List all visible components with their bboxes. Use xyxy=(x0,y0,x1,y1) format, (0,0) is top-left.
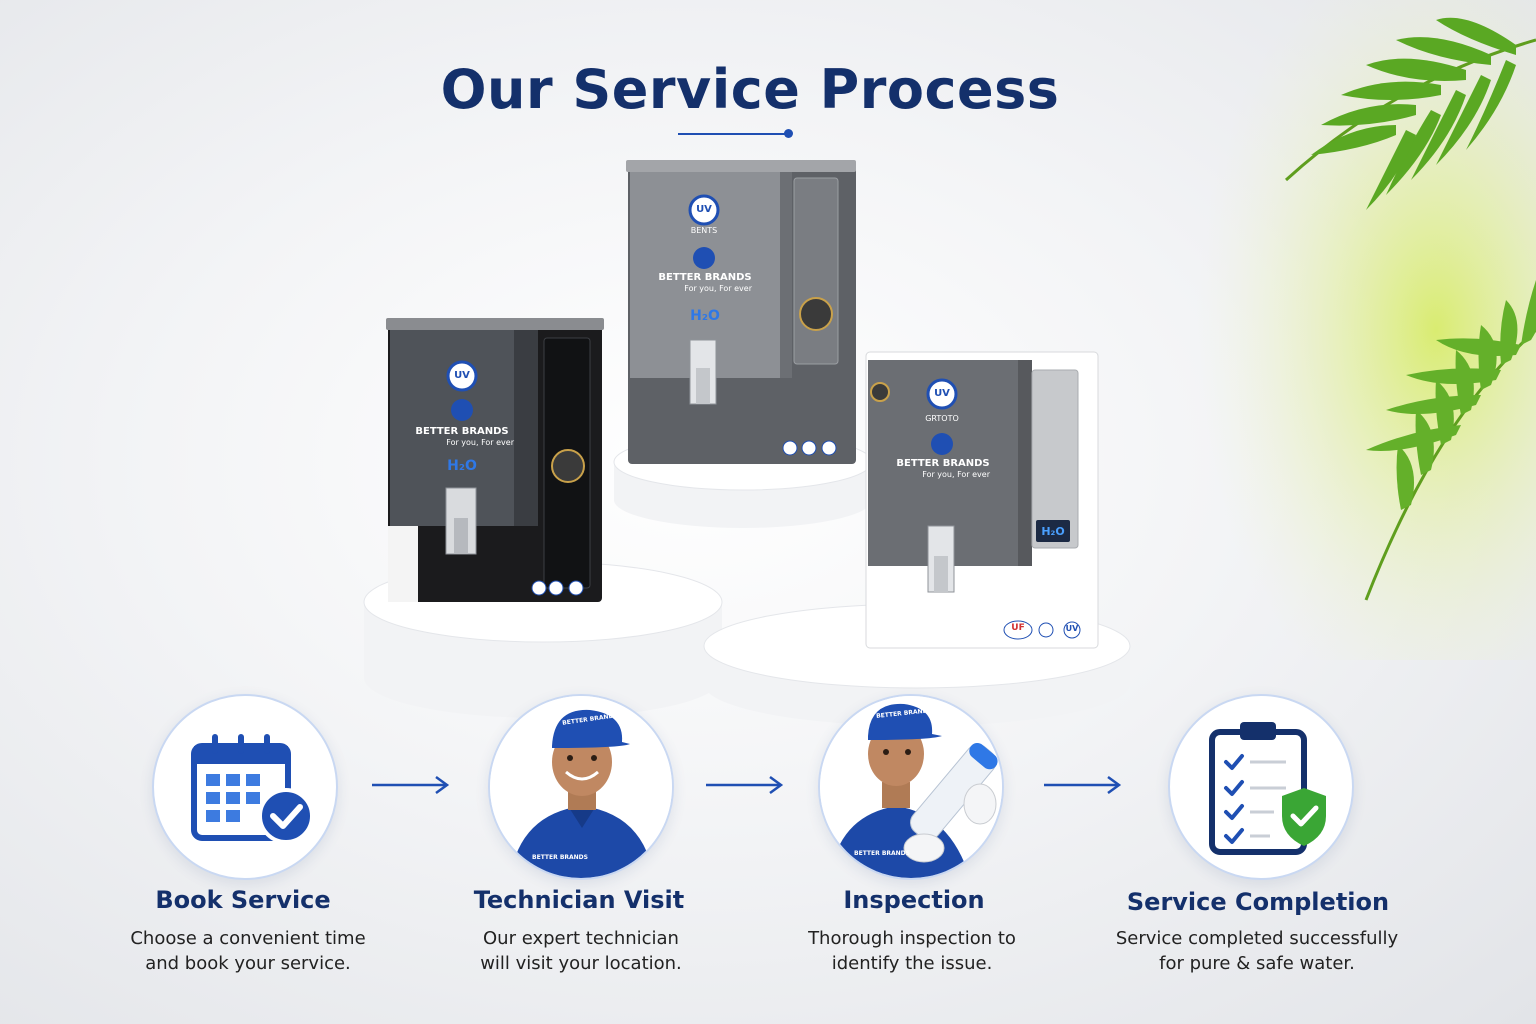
step-technician-desc-1: Our expert technician xyxy=(483,928,679,949)
calendar-check-icon xyxy=(191,734,314,844)
step-book-desc-2: and book your service. xyxy=(145,953,351,974)
step-book-circle xyxy=(152,694,338,880)
purifier-black: UV BETTER BRANDS For you, For ever H₂O xyxy=(386,318,606,604)
step-inspection-desc-2: identify the issue. xyxy=(831,953,993,974)
step-inspection-title: Inspection xyxy=(843,886,985,914)
step-completion-desc-1: Service completed successfully xyxy=(1115,928,1399,949)
purifier-white-uf-badge: UF xyxy=(1011,623,1025,633)
purifier-black-uv-badge: UV xyxy=(454,370,470,381)
step-inspection-circle: BETTER BRANDS BETTER BRANDS xyxy=(818,694,1004,880)
step-technician-desc-2: will visit your location. xyxy=(480,953,682,974)
palm-leaves-decoration xyxy=(1136,0,1536,660)
title-underline xyxy=(678,133,786,135)
purifier-white-uv-badge: UV xyxy=(934,388,950,399)
purifier-black-brand: BETTER BRANDS xyxy=(415,426,509,437)
purifier-grey-h2o: H₂O xyxy=(690,308,720,324)
arrow-right-icon xyxy=(706,775,784,795)
purifier-black-tagline: For you, For ever xyxy=(446,438,514,447)
technician-shirt-text: BETTER BRANDS xyxy=(532,854,588,861)
purifier-white-tagline: For you, For ever xyxy=(922,470,990,479)
step-book-desc-1: Choose a convenient time xyxy=(130,928,366,949)
purifier-white-uv-small-badge: UV xyxy=(1065,624,1079,633)
step-technician-title: Technician Visit xyxy=(473,886,685,914)
page-title: Our Service Process xyxy=(440,58,1060,121)
purifier-grey-brand: BETTER BRANDS xyxy=(658,272,752,283)
checklist-shield-icon xyxy=(1209,722,1326,855)
step-completion-circle xyxy=(1168,694,1354,880)
inspection-shirt-text: BETTER BRANDS xyxy=(854,850,910,857)
purifier-white: UV GRTOTO BETTER BRANDS For you, For eve… xyxy=(864,350,1100,650)
title-underline-dot xyxy=(784,129,793,138)
purifier-white-badge-sub: GRTOTO xyxy=(925,414,959,423)
step-inspection-desc-1: Thorough inspection to xyxy=(808,928,1016,949)
step-completion-title: Service Completion xyxy=(1126,888,1390,916)
purifier-grey-tagline: For you, For ever xyxy=(684,284,752,293)
purifier-grey: UV BENTS BETTER BRANDS For you, For ever… xyxy=(626,160,858,466)
inspection-photo xyxy=(820,696,1002,878)
arrow-right-icon xyxy=(372,775,450,795)
purifier-white-brand: BETTER BRANDS xyxy=(896,458,990,469)
purifier-grey-badge-sub: BENTS xyxy=(690,226,718,235)
arrow-right-icon xyxy=(1044,775,1122,795)
purifier-white-h2o: H₂O xyxy=(1041,525,1065,538)
purifier-black-h2o: H₂O xyxy=(447,458,477,474)
step-book-title: Book Service xyxy=(155,886,331,914)
step-technician-circle: BETTER BRANDS BETTER BRANDS xyxy=(488,694,674,880)
technician-photo xyxy=(490,696,672,878)
purifier-grey-uv-badge: UV xyxy=(696,204,712,215)
step-completion-desc-2: for pure & safe water. xyxy=(1159,953,1355,974)
